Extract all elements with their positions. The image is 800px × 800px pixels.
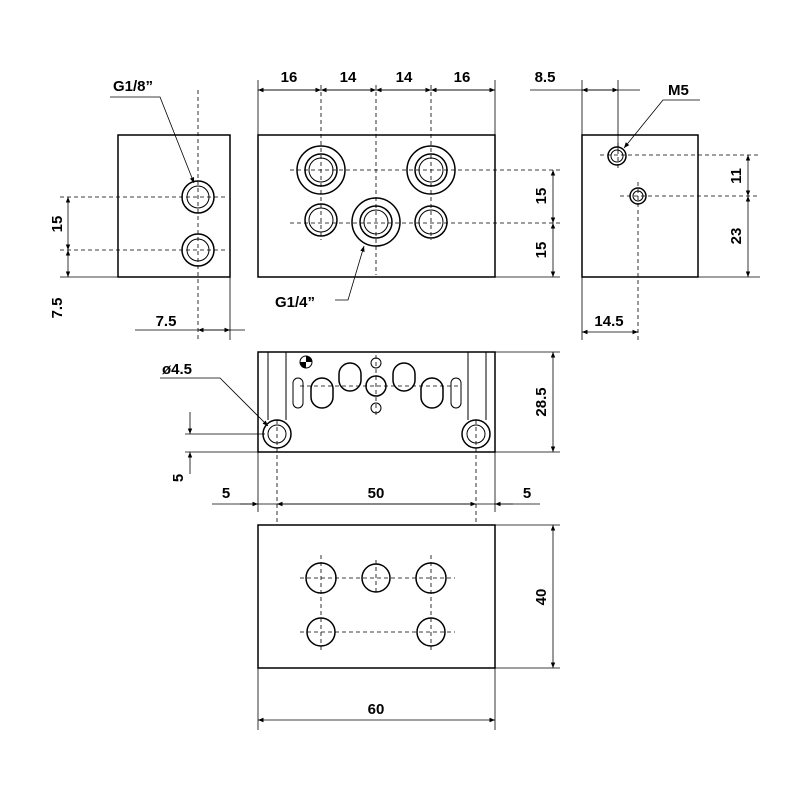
d45-leader (160, 377, 269, 427)
dim-right-14-5-label: 14.5 (594, 313, 623, 330)
dim-60-label: 60 (368, 701, 385, 718)
base-port-bottom-left (306, 617, 336, 647)
dim-5-right-label: 5 (523, 485, 531, 502)
dim-front-15-upper-label: 15 (533, 188, 550, 205)
g18-port-lower-inner (186, 238, 210, 262)
front-port-bottom-right-inner (418, 209, 444, 235)
plan-view-outline (257, 351, 496, 453)
dim-5v-label: 5 (170, 474, 187, 482)
g14-port-inner (363, 209, 389, 235)
front-port-top-left-outer (296, 145, 346, 195)
m5-leader (623, 99, 700, 149)
right-view-outline (581, 134, 699, 278)
front-port-bottom-left (304, 203, 338, 237)
dim-50-label: 50 (368, 485, 385, 502)
dim-28-5-label: 28.5 (533, 387, 550, 416)
d45-label: ø4.5 (162, 361, 192, 378)
g18-leader (110, 96, 195, 184)
plan-oblong-4 (420, 377, 444, 409)
front-port-top-right-outer (406, 145, 456, 195)
plan-oblong-small-left (292, 377, 304, 409)
g14-leader (335, 245, 365, 301)
g18-port-upper-inner (186, 185, 210, 209)
plan-oblong-2 (338, 362, 362, 392)
m5-port-inner (610, 149, 624, 163)
g14-label: G1/4” (275, 294, 315, 311)
right-small-port-inner (632, 190, 644, 202)
dim-front-15-lower-label: 15 (533, 242, 550, 259)
front-port-top-left-inner (308, 157, 334, 183)
dim-top-16-right-label: 16 (454, 69, 471, 86)
plan-oblong-small-right (450, 377, 462, 409)
g18-port-upper-outer (181, 180, 215, 214)
dim-top-16-left-label: 16 (281, 69, 298, 86)
base-port-top-left (305, 562, 337, 594)
base-port-top-center (361, 563, 391, 593)
front-port-top-left-mid (304, 153, 338, 187)
base-view: 40 60 (257, 524, 560, 730)
front-port-top-right-inner (418, 157, 444, 183)
dim-right-23-label: 23 (728, 228, 745, 245)
front-view: 16 14 14 16 G1/4” 15 15 (257, 69, 560, 311)
plan-oblong-3 (392, 362, 416, 392)
reference-mark-fill-b (300, 362, 306, 368)
dim-top-14-right-label: 14 (396, 69, 413, 86)
dim-left-7-5v-label: 7.5 (49, 298, 66, 319)
g14-port-mid (359, 205, 393, 239)
right-side-view: 8.5 M5 11 23 14.5 (530, 69, 760, 342)
dim-top-14-left-label: 14 (340, 69, 357, 86)
m5-label: M5 (668, 82, 689, 99)
base-view-outline (257, 524, 496, 669)
dim-left-15-label: 15 (49, 216, 66, 233)
base-port-top-right (415, 562, 447, 594)
m5-port-outer (607, 146, 627, 166)
dim-right-11-label: 11 (728, 168, 745, 184)
g14-port-outer (351, 197, 401, 247)
g18-label: G1/8” (113, 78, 153, 95)
dim-8-5-label: 8.5 (535, 69, 556, 86)
front-port-bottom-right (414, 205, 448, 239)
reference-mark-fill-a (306, 356, 312, 362)
base-port-bottom-right (416, 617, 446, 647)
front-port-top-right-mid (414, 153, 448, 187)
right-small-port-outer (629, 187, 647, 205)
left-side-view: G1/8” 15 7.5 7.5 (49, 78, 245, 340)
dim-40-label: 40 (533, 589, 550, 606)
plan-view: ø4.5 5 28.5 5 50 5 (160, 351, 560, 540)
g18-port-lower-outer (181, 233, 215, 267)
front-port-bottom-left-inner (308, 207, 334, 233)
dim-left-7-5h-label: 7.5 (156, 313, 177, 330)
plan-oblong-1 (310, 377, 334, 409)
dim-5-left-label: 5 (222, 485, 230, 502)
